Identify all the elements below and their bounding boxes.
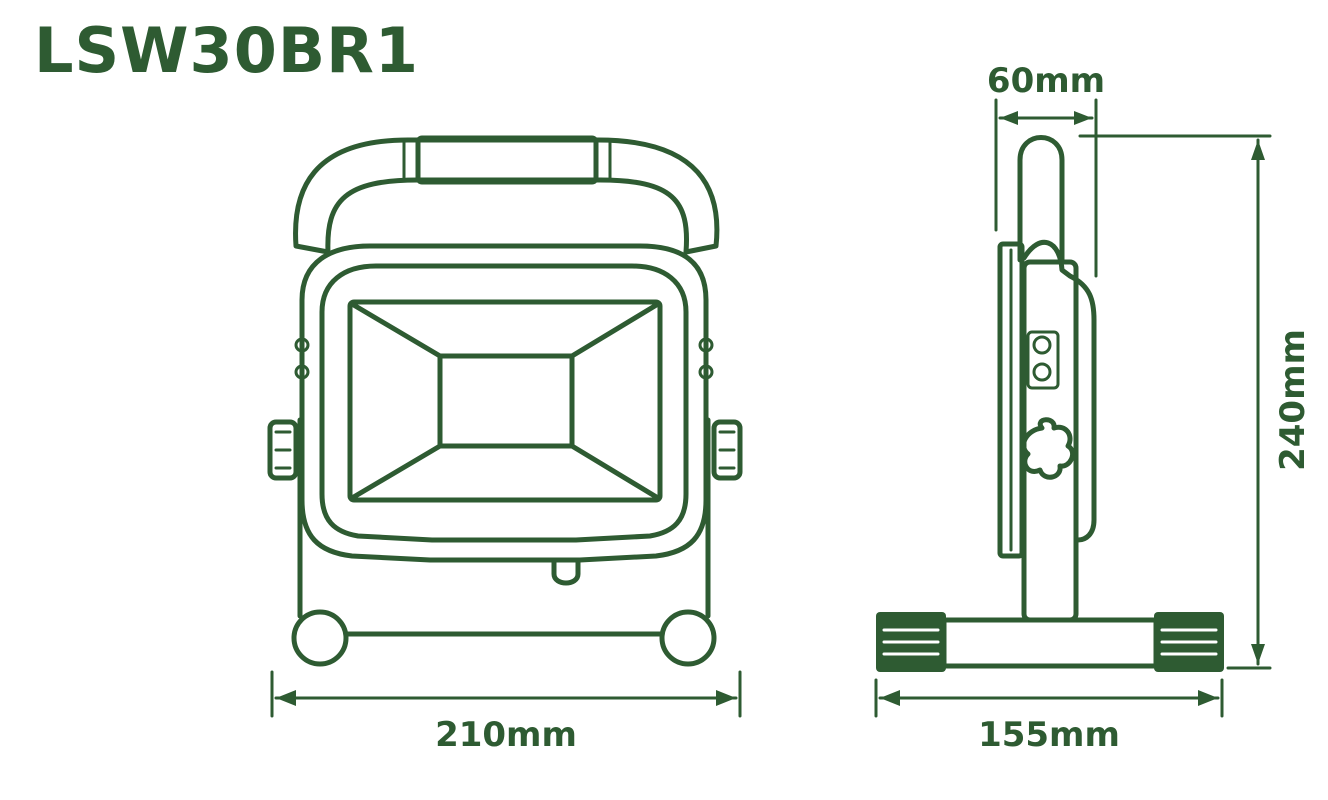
side-width-dimension: [874, 678, 1224, 718]
front-width-dimension: [270, 670, 742, 718]
front-led-panel: [347, 299, 663, 503]
side-view: [876, 135, 1224, 672]
front-width-label: 210mm: [435, 715, 577, 755]
front-knob-right: [711, 419, 743, 481]
side-width-label: 155mm: [978, 715, 1120, 755]
front-housing-outer: [299, 243, 709, 563]
front-view: [267, 135, 743, 667]
side-base-bar: [941, 617, 1159, 669]
front-housing-inner: [319, 263, 689, 543]
side-knob: [1021, 417, 1075, 480]
front-handle-grip: [415, 135, 599, 185]
front-handle: [293, 137, 720, 255]
front-led-center: [437, 353, 575, 449]
height-dimension: [1078, 134, 1272, 670]
depth-label: 60mm: [987, 61, 1105, 101]
front-wheel-left: [291, 609, 349, 667]
side-handle: [1017, 135, 1065, 263]
height-label: 240mm: [1273, 329, 1313, 471]
depth-dimension: [994, 98, 1098, 278]
model-title: LSW30BR1: [34, 14, 419, 87]
front-knob-left: [267, 419, 299, 481]
front-wheel-right: [659, 609, 717, 667]
